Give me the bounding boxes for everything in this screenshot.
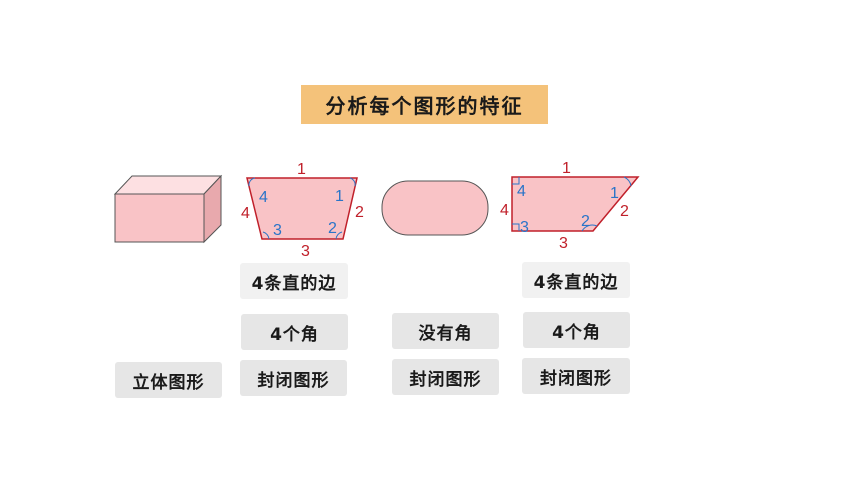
right-trap-angle-4-label: 4 bbox=[517, 183, 526, 200]
trapezoid-body bbox=[246, 177, 358, 240]
trapezoid-angle-2-label: 2 bbox=[328, 220, 337, 237]
cuboid-top-face bbox=[113, 175, 223, 195]
trapezoid-angle-1-label: 1 bbox=[335, 188, 344, 205]
right-trap-angle-1-label: 1 bbox=[610, 185, 619, 202]
trapezoid-side-1-label: 1 bbox=[297, 161, 306, 178]
right-trap-side-3-label: 3 bbox=[559, 235, 568, 252]
trapezoid-angles-label: 4个角 bbox=[241, 314, 348, 350]
cuboid-shape bbox=[113, 174, 223, 244]
right-trap-angle-2-label: 2 bbox=[581, 213, 590, 230]
rounded-angles-label: 没有角 bbox=[392, 313, 499, 349]
angle-arc-1 bbox=[349, 177, 356, 187]
page-title: 分析每个图形的特征 bbox=[301, 85, 548, 124]
right-angle-arc-2 bbox=[581, 224, 598, 232]
right-angle-arc-1 bbox=[623, 176, 632, 187]
right-trap-side-1-label: 1 bbox=[562, 160, 571, 177]
right-trap-sides-label: 4条直的边 bbox=[522, 262, 630, 298]
angle-arc-2 bbox=[335, 231, 343, 240]
rounded-closed-label: 封闭图形 bbox=[392, 359, 499, 395]
angle-arc-3 bbox=[262, 231, 270, 240]
rounded-shape bbox=[381, 180, 489, 236]
right-trap-angles-label: 4个角 bbox=[523, 312, 630, 348]
angle-arc-4 bbox=[248, 177, 256, 187]
trapezoid-closed-label: 封闭图形 bbox=[240, 360, 347, 396]
trapezoid-angle-3-label: 3 bbox=[273, 222, 282, 239]
right-trap-angle-3-label: 3 bbox=[520, 219, 529, 236]
right-trapezoid-shape: 1 2 3 4 1 2 3 4 bbox=[500, 160, 640, 252]
trapezoid-angle-4-label: 4 bbox=[259, 189, 268, 206]
trapezoid-sides-label: 4条直的边 bbox=[240, 263, 348, 299]
trapezoid-side-3-label: 3 bbox=[301, 243, 310, 260]
right-angle-marker-4 bbox=[512, 177, 520, 185]
trapezoid-side-4-label: 4 bbox=[241, 205, 250, 222]
trapezoid-side-2-label: 2 bbox=[355, 204, 364, 221]
right-angle-marker-3 bbox=[512, 223, 520, 231]
right-trap-side-2-label: 2 bbox=[620, 203, 629, 220]
right-trap-closed-label: 封闭图形 bbox=[522, 358, 630, 394]
right-trap-side-4-label: 4 bbox=[500, 202, 509, 219]
cuboid-front-face bbox=[114, 193, 205, 243]
cuboid-type-label: 立体图形 bbox=[115, 362, 222, 398]
trapezoid-shape: 1 2 3 4 1 2 3 4 bbox=[241, 161, 364, 260]
right-trapezoid-body bbox=[511, 176, 640, 232]
